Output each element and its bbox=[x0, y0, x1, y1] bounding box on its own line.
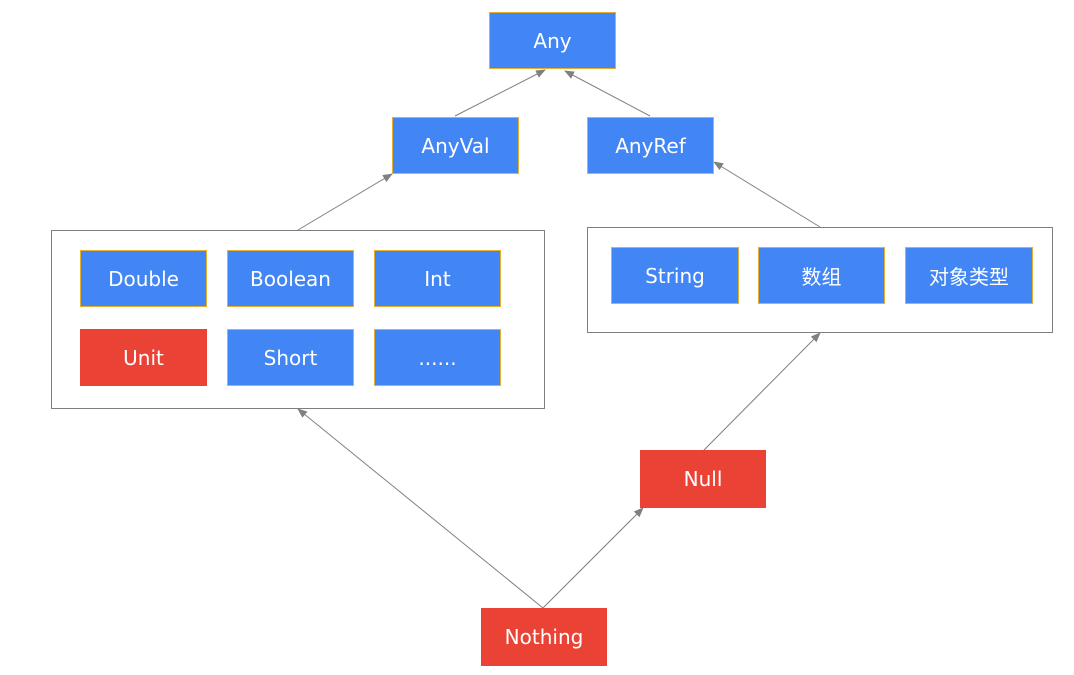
edge-nothing-to-valuegroup bbox=[297, 408, 544, 609]
node-boolean: Boolean bbox=[227, 250, 354, 307]
edge-null-to-refgroup bbox=[703, 332, 821, 451]
edge-refgroup-to-anyref bbox=[713, 161, 821, 228]
edge-valuegroup-to-anyval bbox=[297, 173, 393, 231]
node-anyref: AnyRef bbox=[587, 117, 714, 174]
node-double: Double bbox=[80, 250, 207, 307]
edge-anyref-to-any bbox=[564, 70, 651, 117]
node-anyval: AnyVal bbox=[392, 117, 519, 174]
node-int: Int bbox=[374, 250, 501, 307]
node-unit: Unit bbox=[80, 329, 207, 386]
node-array: 数组 bbox=[758, 247, 885, 304]
node-any: Any bbox=[489, 12, 616, 69]
node-nothing: Nothing bbox=[481, 608, 607, 666]
node-string: String bbox=[611, 247, 739, 304]
node-null: Null bbox=[640, 450, 766, 508]
edge-anyval-to-any bbox=[454, 69, 546, 117]
edge-nothing-to-null bbox=[542, 507, 644, 609]
node-more: ...... bbox=[374, 329, 501, 386]
node-short: Short bbox=[227, 329, 354, 386]
node-object-type: 对象类型 bbox=[905, 247, 1033, 304]
